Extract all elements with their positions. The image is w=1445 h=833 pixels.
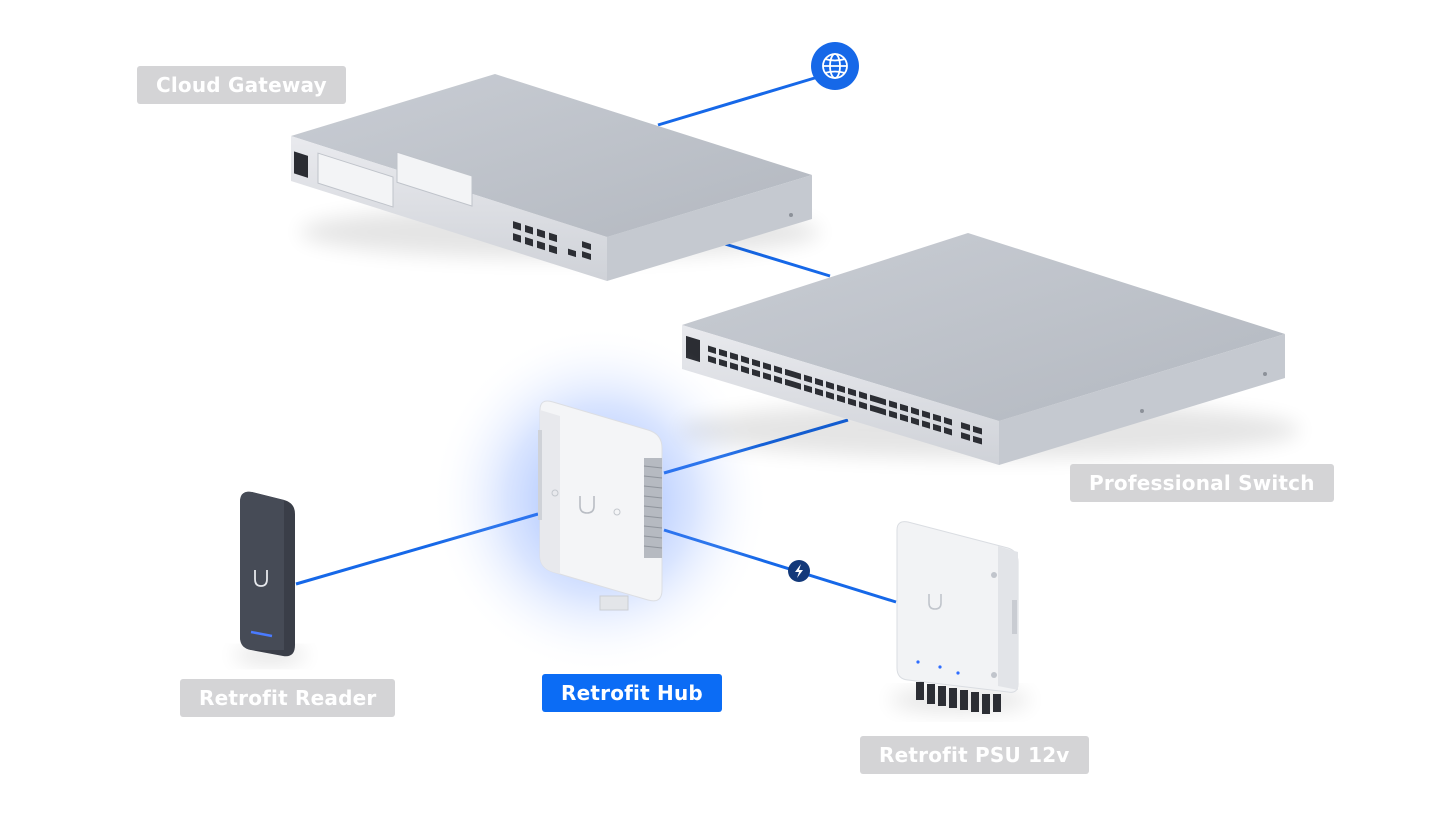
power-connection-badge	[788, 560, 810, 582]
retrofit-hub-label[interactable]: Retrofit Hub	[542, 674, 722, 712]
ubiquiti-u-logo-icon	[254, 570, 268, 587]
professional-switch-label: Professional Switch	[1070, 464, 1334, 502]
globe-icon	[822, 53, 848, 79]
retrofit-psu-label: Retrofit PSU 12v	[860, 736, 1089, 774]
retrofit-psu-device	[890, 521, 1030, 714]
retrofit-hub-device	[430, 325, 770, 675]
professional-switch-device	[680, 233, 1300, 465]
internet-node	[811, 42, 859, 90]
retrofit-reader-label: Retrofit Reader	[180, 679, 396, 717]
cloud-gateway-label: Cloud Gateway	[137, 66, 346, 104]
link-gateway-internet	[657, 75, 819, 127]
cloud-gateway-device	[291, 74, 820, 281]
ubiquiti-u-logo-icon	[579, 496, 595, 514]
retrofit-reader-device	[234, 491, 306, 663]
ubiquiti-u-logo-icon	[928, 594, 942, 610]
lightning-bolt-icon	[795, 564, 803, 578]
